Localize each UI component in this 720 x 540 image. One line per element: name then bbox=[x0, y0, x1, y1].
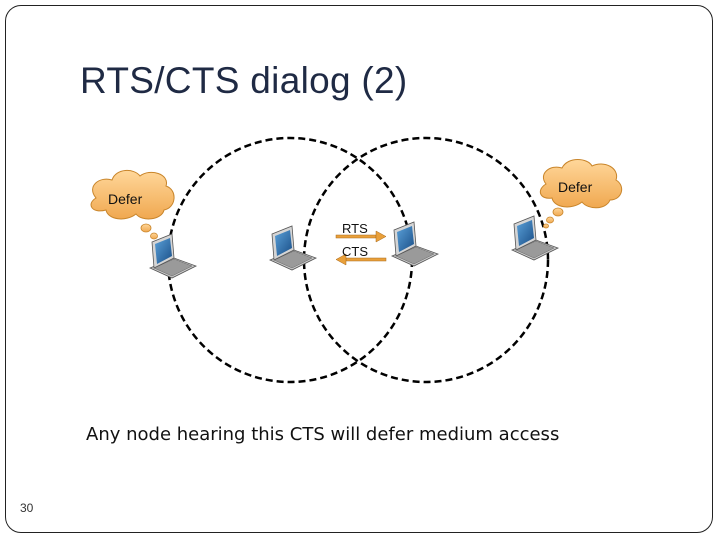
slide-frame bbox=[5, 5, 713, 533]
laptop-icon bbox=[149, 233, 197, 279]
rts-arrow: RTS bbox=[335, 221, 387, 243]
laptop-icon bbox=[391, 221, 439, 267]
left-defer-bubble: Defer bbox=[90, 170, 175, 245]
cts-arrow: CTS bbox=[335, 244, 387, 266]
cts-label: CTS bbox=[342, 244, 368, 259]
slide-title: RTS/CTS dialog (2) bbox=[80, 60, 408, 101]
right-defer-bubble: Defer bbox=[539, 159, 623, 229]
laptop-icon bbox=[269, 225, 317, 271]
left-defer-label: Defer bbox=[108, 191, 143, 207]
right-range-circle bbox=[302, 136, 550, 384]
page-number: 30 bbox=[20, 501, 34, 515]
right-defer-label: Defer bbox=[558, 179, 593, 195]
slide-caption: Any node hearing this CTS will defer med… bbox=[86, 424, 560, 445]
rts-label: RTS bbox=[342, 221, 368, 236]
